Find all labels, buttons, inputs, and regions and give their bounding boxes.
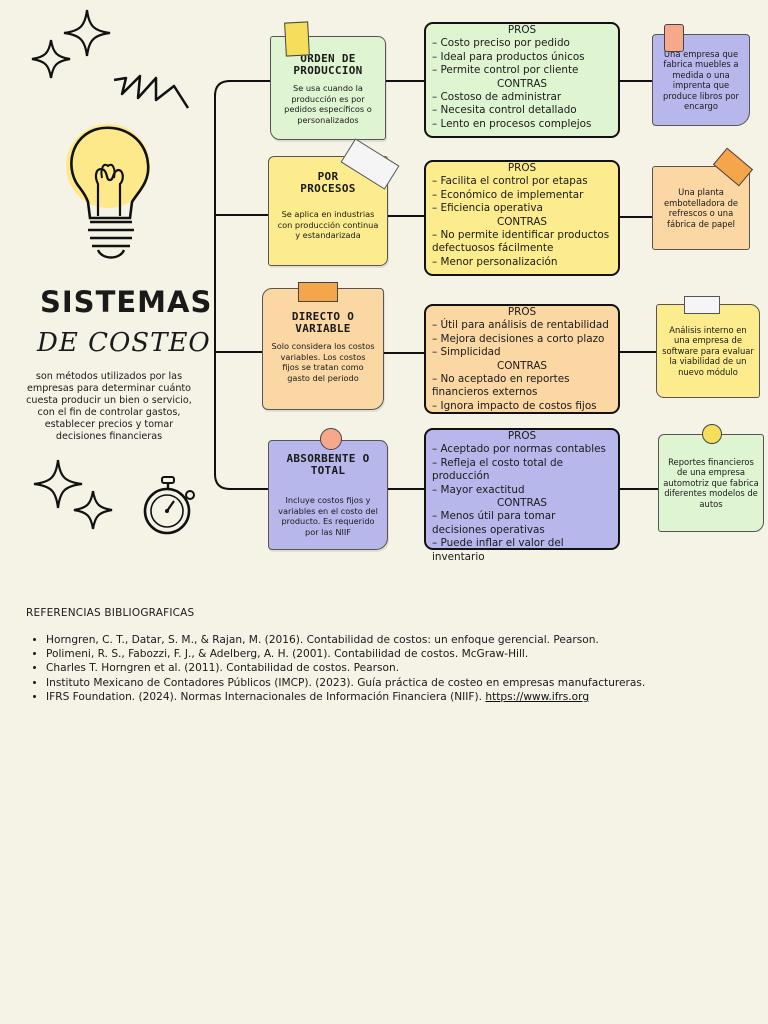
references-list: Horngren, C. T., Datar, S. M., & Rajan, … bbox=[30, 633, 645, 704]
system-title: ABSORBENTE O TOTAL bbox=[286, 452, 370, 477]
pro-item: – Simplicidad bbox=[432, 346, 501, 359]
system-description: Se aplica en industrias con producción c… bbox=[277, 209, 379, 240]
pros-cons-box-procesos: PROS – Facilita el control por etapas – … bbox=[424, 160, 620, 276]
reference-item: IFRS Foundation. (2024). Normas Internac… bbox=[46, 690, 645, 704]
pushpin-icon bbox=[702, 424, 722, 444]
con-item: – Puede inflar el valor del inventario bbox=[432, 537, 564, 563]
con-item: – No aceptado en reportes financieros ex… bbox=[432, 373, 570, 399]
pros-label: PROS bbox=[507, 24, 537, 36]
reference-item: Horngren, C. T., Datar, S. M., & Rajan, … bbox=[46, 633, 645, 647]
pro-item: – Útil para análisis de rentabilidad bbox=[432, 319, 609, 332]
system-description: Se usa cuando la producción es por pedid… bbox=[284, 83, 372, 125]
example-text: Una empresa que fabrica muebles a medida… bbox=[662, 48, 739, 112]
pros-cons-box-directo: PROS – Útil para análisis de rentabilida… bbox=[424, 304, 620, 414]
pros-cons-box-orden: PROS – Costo preciso por pedido – Ideal … bbox=[424, 22, 620, 138]
cons-label: CONTRAS bbox=[496, 497, 548, 510]
page-subtitle: DE COSTEO bbox=[37, 328, 211, 358]
pro-item: – Económico de implementar bbox=[432, 188, 584, 201]
tape-icon bbox=[284, 21, 310, 57]
con-item: – Ignora impacto de costos fijos bbox=[432, 399, 597, 412]
tape-icon bbox=[664, 24, 684, 52]
references-title: REFERENCIAS BIBLIOGRAFICAS bbox=[26, 607, 195, 619]
cons-label: CONTRAS bbox=[496, 359, 548, 372]
system-title: DIRECTO O VARIABLE bbox=[291, 310, 355, 335]
system-card-directo: DIRECTO O VARIABLE Solo considera los co… bbox=[262, 288, 384, 410]
stopwatch-icon bbox=[143, 476, 195, 535]
sparkle-icon bbox=[31, 39, 71, 79]
pro-item: – Permite control por cliente bbox=[432, 64, 579, 77]
system-card-procesos: POR PROCESOS Se aplica en industrias con… bbox=[268, 156, 388, 266]
system-title: POR PROCESOS bbox=[300, 170, 356, 195]
pro-item: – Mayor exactitud bbox=[432, 483, 525, 496]
sparkle-icon bbox=[33, 459, 83, 509]
example-text: Análisis interno en una empresa de softw… bbox=[662, 324, 754, 377]
system-card-absorbente: ABSORBENTE O TOTAL Incluye costos fijos … bbox=[268, 440, 388, 550]
example-text: Reportes financieros de una empresa auto… bbox=[663, 456, 759, 509]
pro-item: – Facilita el control por etapas bbox=[432, 175, 588, 188]
con-item: – Menor personalización bbox=[432, 255, 558, 268]
pros-label: PROS bbox=[507, 306, 537, 318]
sparkle-icon bbox=[63, 9, 111, 57]
sparkle-icon bbox=[73, 490, 113, 530]
zigzag-lines-icon bbox=[113, 74, 190, 109]
system-description: Solo considera los costos variables. Los… bbox=[271, 341, 375, 383]
pro-item: – Ideal para productos únicos bbox=[432, 50, 585, 63]
example-card-directo: Análisis interno en una empresa de softw… bbox=[656, 304, 760, 398]
tape-icon bbox=[298, 282, 338, 302]
example-text: Una planta embotelladora de refrescos o … bbox=[663, 187, 739, 229]
reference-item: Instituto Mexicano de Contadores Público… bbox=[46, 676, 645, 690]
pushpin-icon bbox=[320, 428, 342, 450]
tape-icon bbox=[684, 296, 720, 314]
pro-item: – Costo preciso por pedido bbox=[432, 37, 570, 50]
pro-item: – Mejora decisiones a corto plazo bbox=[432, 332, 605, 345]
cons-label: CONTRAS bbox=[496, 215, 548, 228]
pros-label: PROS bbox=[507, 430, 537, 442]
con-item: – Lento en procesos complejos bbox=[432, 117, 592, 130]
example-card-absorbente: Reportes financieros de una empresa auto… bbox=[658, 434, 764, 532]
reference-item: Charles T. Horngren et al. (2011). Conta… bbox=[46, 661, 645, 675]
con-item: – Menos útil para tomar decisiones opera… bbox=[432, 510, 556, 536]
intro-text: son métodos utilizados por las empresas … bbox=[26, 371, 192, 442]
con-item: – Costoso de administrar bbox=[432, 91, 562, 104]
system-description: Incluye costos fijos y variables en el c… bbox=[278, 495, 378, 537]
cons-label: CONTRAS bbox=[496, 77, 548, 90]
pros-label: PROS bbox=[507, 162, 537, 174]
page-title: SISTEMAS bbox=[40, 285, 213, 319]
con-item: – Necesita control detallado bbox=[432, 104, 577, 117]
pro-item: – Eficiencia operativa bbox=[432, 202, 543, 215]
reference-item: Polimeni, R. S., Fabozzi, F. J., & Adelb… bbox=[46, 647, 645, 661]
system-title: ORDEN DE PRODUCCION bbox=[293, 52, 363, 77]
reference-text: IFRS Foundation. (2024). Normas Internac… bbox=[46, 690, 486, 703]
lightbulb-icon bbox=[66, 124, 150, 259]
pros-cons-box-absorbente: PROS – Aceptado por normas contables – R… bbox=[424, 428, 620, 563]
pro-item: – Refleja el costo total de producción bbox=[432, 456, 563, 483]
con-item: – No permite identificar productos defec… bbox=[432, 229, 610, 255]
pro-item: – Aceptado por normas contables bbox=[432, 443, 606, 456]
ifrs-link[interactable]: https://www.ifrs.org bbox=[485, 690, 590, 703]
